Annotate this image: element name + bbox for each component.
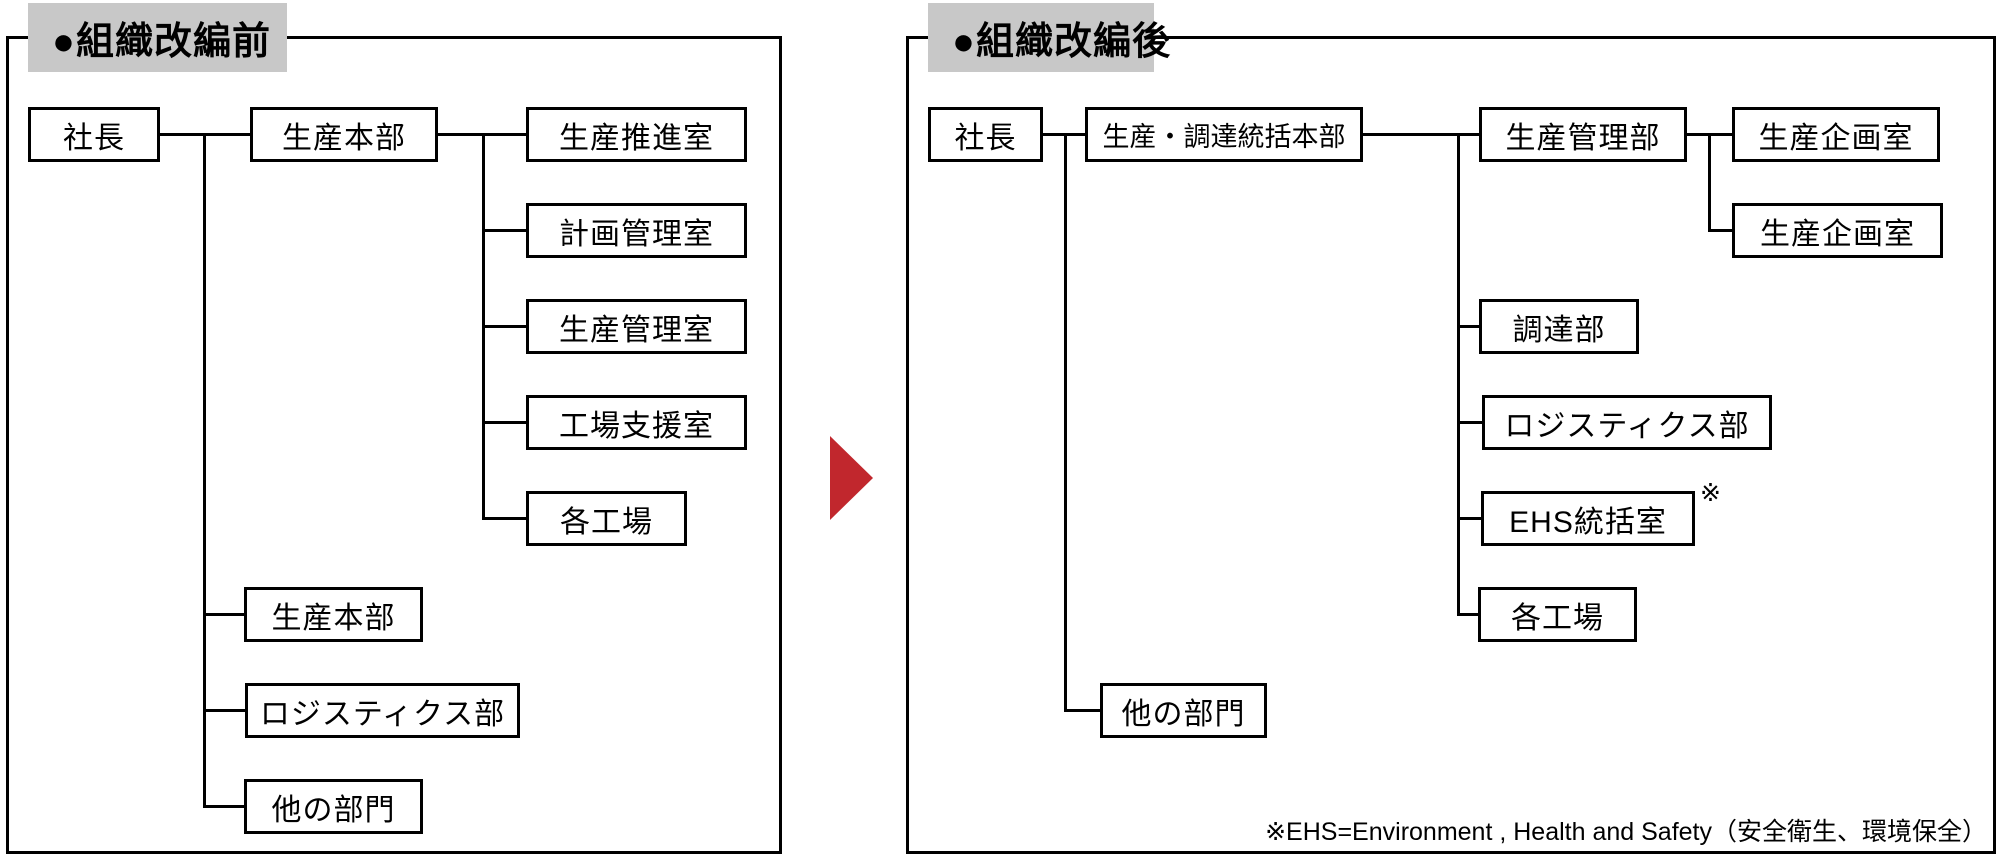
org-node-production-planning-office-1: 生産企画室	[1732, 107, 1940, 162]
connector-line	[1064, 709, 1100, 712]
org-node-each-factory-after: 各工場	[1478, 587, 1637, 642]
org-node-other-departments-before: 他の部門	[244, 779, 423, 834]
org-node-production-hq2-before: 生産本部	[244, 587, 423, 642]
connector-line	[1064, 133, 1067, 712]
connector-line	[203, 133, 206, 808]
org-node-logistics-before: ロジスティクス部	[245, 683, 520, 738]
ehs-footnote: ※EHS=Environment , Health and Safety（安全衛…	[1265, 818, 1987, 846]
before-panel-frame	[6, 36, 782, 854]
org-node-each-factory-before: 各工場	[526, 491, 687, 546]
transition-arrow-icon	[830, 436, 873, 520]
connector-line	[1457, 421, 1482, 424]
connector-line	[1457, 133, 1460, 616]
org-node-planning-control-office: 計画管理室	[526, 203, 747, 258]
connector-line	[1457, 517, 1481, 520]
org-node-production-hq-before: 生産本部	[250, 107, 438, 162]
org-node-production-promotion-office: 生産推進室	[526, 107, 747, 162]
before-panel-title: ●組織改編前	[28, 3, 287, 72]
connector-line	[1457, 613, 1478, 616]
connector-line	[203, 805, 244, 808]
org-node-other-departments-after: 他の部門	[1100, 683, 1267, 738]
org-node-production-procurement-hq: 生産・調達統括本部	[1085, 107, 1363, 162]
org-node-president-before: 社長	[28, 107, 160, 162]
org-node-production-management-dept: 生産管理部	[1479, 107, 1687, 162]
org-node-production-planning-office-2: 生産企画室	[1732, 203, 1943, 258]
connector-line	[482, 229, 526, 232]
connector-line	[203, 709, 245, 712]
connector-line	[1457, 325, 1479, 328]
org-node-ehs-office: EHS統括室	[1481, 491, 1695, 546]
after-panel-frame	[906, 36, 1996, 854]
connector-line	[482, 421, 526, 424]
org-node-logistics-after: ロジスティクス部	[1482, 395, 1772, 450]
connector-line	[1708, 133, 1711, 232]
org-node-factory-support-office: 工場支援室	[526, 395, 747, 450]
connector-line	[203, 613, 244, 616]
connector-line	[482, 325, 526, 328]
connector-line	[1708, 229, 1732, 232]
connector-line	[482, 517, 526, 520]
connector-line	[1363, 133, 1479, 136]
org-node-production-control-office: 生産管理室	[526, 299, 747, 354]
org-node-procurement-dept: 調達部	[1479, 299, 1639, 354]
after-panel-title: ●組織改編後	[928, 3, 1170, 72]
ehs-reference-mark: ※	[1700, 479, 1721, 507]
org-node-president-after: 社長	[928, 107, 1043, 162]
